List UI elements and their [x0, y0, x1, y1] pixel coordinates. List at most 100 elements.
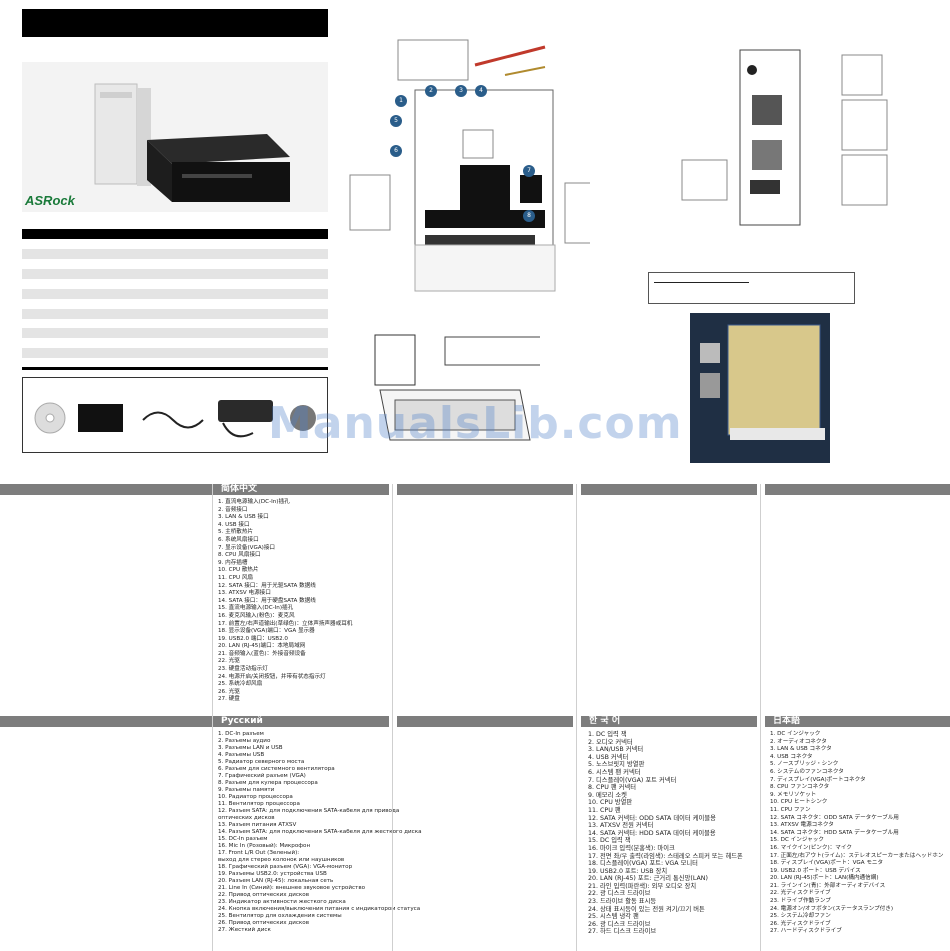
list-item: 19. USB2.0 端口：USB2.0 — [218, 635, 288, 642]
list-item: 15. 直流电源输入(DC-In)插孔 — [218, 605, 294, 612]
list-item: 20. LAN (RJ-45) 포트: 근거리 통신망(LAN) — [588, 875, 708, 883]
list-item: 22. 光驱 — [218, 658, 240, 665]
list-item: 25. Вентилятор для охлаждения системы — [218, 913, 342, 919]
list-item: 18. ディスプレイ(VGA)ポート：VGA モニタ — [770, 860, 884, 867]
column-divider-2 — [392, 484, 393, 951]
list-item: 6. Разъем для системного вентилятора — [218, 766, 335, 772]
package-contents-box — [22, 377, 328, 453]
callout-4: 4 — [475, 85, 487, 97]
list-item: 1. DC-In разъем — [218, 731, 264, 737]
list-item: 23. 드라이브 활동 표시등 — [588, 898, 657, 906]
list-item: 14. Разъем SATA: для подключения SATA-ка… — [218, 829, 422, 835]
list-item: 22. Привод оптических дисков — [218, 892, 310, 898]
list-item: 14. SATA 接口：用于硬盘SATA 数据线 — [218, 597, 316, 604]
list-item: 18. 디스플레이(VGA) 포트: VGA 모니터 — [588, 860, 698, 868]
package-bar — [22, 367, 328, 370]
rear-panel-diagram — [652, 40, 912, 230]
list-item: 17. 前置左/右声道输出(草绿色)：立体声扬声器或耳机 — [218, 620, 353, 627]
stripe-6 — [22, 348, 328, 358]
list-item: 7. ディスプレイ(VGA)ポートコネクタ — [770, 776, 866, 783]
list-item: 23. 硬盘活动指示灯 — [218, 666, 268, 673]
panel-header-5 — [765, 484, 950, 495]
list-item: 16. マイクイン(ピンク)：マイク — [770, 844, 852, 851]
stripe-4 — [22, 309, 328, 319]
list-item: 3. Разъемы LAN и USB — [218, 745, 283, 751]
cover-title-bar — [22, 9, 328, 37]
list-item: 25. 시스템 냉각 팬 — [588, 913, 639, 921]
motherboard-svg — [349, 39, 606, 292]
list-item: 27. Жесткий диск — [218, 927, 271, 933]
list-item: 12. SATA 接口：用于光驱SATA 数据线 — [218, 582, 316, 589]
list-item: 17. Front L/R Out (Зеленый): — [218, 850, 300, 856]
stripe-5 — [22, 328, 328, 338]
list-item: 13. ATXSV 電源コネクタ — [770, 822, 834, 829]
column-divider-1 — [212, 484, 213, 951]
list-item: 5. ノースブリッジ・シンク — [770, 761, 839, 768]
list-item: 16. 마이크 입력(분홍색): 마이크 — [588, 844, 675, 852]
list-item: 4. USB コネクタ — [770, 753, 813, 760]
list-item: 25. 系统冷却风扇 — [218, 681, 263, 688]
list-item: 11. CPU 팬 — [588, 806, 621, 814]
panel-header-4 — [581, 484, 757, 495]
list-item: 10. CPU 散热片 — [218, 567, 259, 574]
list-item: 24. Кнопка включения/выключения питания … — [218, 906, 421, 912]
list-item: 17. 正面左/右アウト(ライム)：ステレオスピーカーまたはヘッドホン — [770, 852, 944, 859]
list-item: 11. Вентилятор процессора — [218, 801, 300, 807]
panel-header-6 — [0, 716, 213, 727]
list-item: 26. 光驱 — [218, 688, 240, 695]
list-item: 9. メモリソケット — [770, 791, 817, 798]
panel-header-chinese: 简体中文 — [213, 484, 389, 495]
list-item: 10. CPU 방열판 — [588, 799, 633, 807]
list-item: 17. 전면 좌/우 출력(라임색): 스테레오 스피커 또는 헤드폰 — [588, 852, 743, 860]
accessories-illustration — [34, 400, 316, 438]
list-item: 6. 시스템 팬 커넥터 — [588, 768, 641, 776]
list-item: 10. CPU ヒートシンク — [770, 799, 828, 806]
product-illustration — [94, 83, 290, 202]
list-item: 13. ATXSV 전원 커넥터 — [588, 822, 654, 830]
section-header-bar — [22, 229, 328, 239]
list-item: 5. 노스브릿지 방열판 — [588, 761, 645, 769]
list-item: 22. 光ディスクドライブ — [770, 890, 831, 897]
callout-5: 5 — [390, 115, 402, 127]
list-item: 25. システム冷却ファン — [770, 913, 831, 920]
list-item: 15. DC-In разъем — [218, 836, 268, 842]
list-item: 9. 메모리 소켓 — [588, 791, 627, 799]
list-item: 21. 音频输入(蓝色)：外接音频设备 — [218, 650, 306, 657]
note-box — [648, 272, 855, 304]
list-item: выход для стерео колонок или наушников — [218, 857, 345, 863]
panel-header-3 — [397, 484, 573, 495]
list-item: 24. 電源オン/オフボタン(ステータスランプ付き) — [770, 905, 894, 912]
callout-7: 7 — [523, 165, 535, 177]
callout-1: 1 — [395, 95, 407, 107]
list-item: 4. Разъемы USB — [218, 752, 265, 758]
list-item: 19. USB2.0 포트: USB 장치 — [588, 867, 668, 875]
list-item: 20. LAN (RJ-45)ポート：LAN(構内通信網) — [770, 875, 879, 882]
list-item: 8. CPU 팬 커넥터 — [588, 784, 636, 792]
list-item: 26. 光ディスクドライブ — [770, 920, 831, 927]
case-interior-diagram — [690, 313, 830, 463]
list-item: 24. 상태 표시등이 있는 전원 켜기/끄기 버튼 — [588, 905, 705, 913]
list-item: 13. ATXSV 电源接口 — [218, 590, 271, 597]
list-item: 21. 라인 입력(파란색): 외부 오디오 장치 — [588, 882, 697, 890]
list-item: 2. 오디오 커넥터 — [588, 738, 633, 746]
list-item: 15. DC インジャック — [770, 837, 824, 844]
panel-header-english — [0, 484, 213, 495]
list-item: 15. DC 입력 잭 — [588, 837, 631, 845]
list-item: 26. 광 디스크 드라이브 — [588, 920, 651, 928]
case-interior-svg — [690, 313, 830, 463]
panel-header-japanese: 日本語 — [765, 716, 950, 727]
column-divider-3 — [576, 484, 577, 951]
list-item: 2. 音频接口 — [218, 506, 248, 513]
list-item: 19. USB2.0 ポート：USB デバイス — [770, 867, 861, 874]
list-item: 4. USB 接口 — [218, 521, 250, 528]
list-item: 12. SATA コネクタ：ODD SATA データケーブル用 — [770, 814, 899, 821]
asrock-logo: ASRock — [25, 193, 75, 208]
list-item: 8. CPU 风扇接口 — [218, 552, 261, 559]
list-item: оптических дисков — [218, 815, 275, 821]
list-item: 8. CPU ファンコネクタ — [770, 784, 830, 791]
list-item: 16. 麦克风输入(粉色)：麦克风 — [218, 612, 295, 619]
callout-8: 8 — [523, 210, 535, 222]
